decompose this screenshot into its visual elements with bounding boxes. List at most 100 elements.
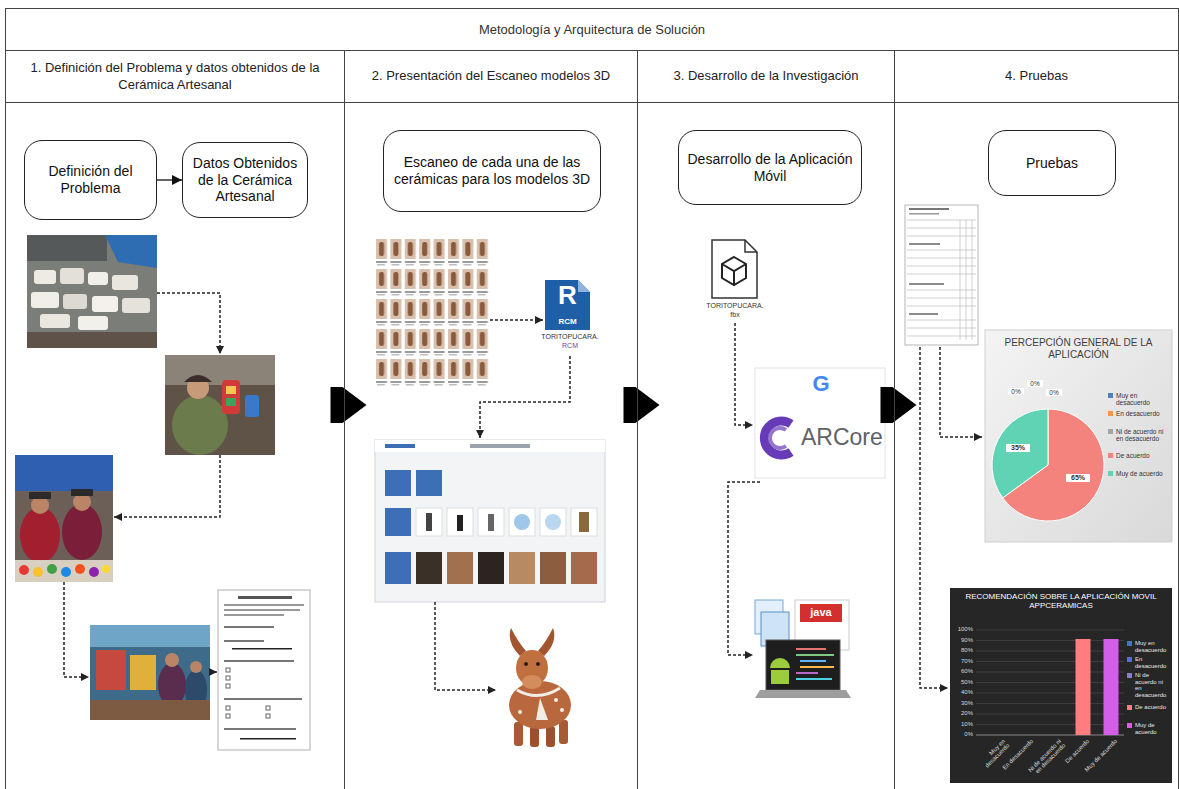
file-extension: fbx: [694, 311, 776, 319]
arcore-logo-panel: [755, 368, 885, 478]
leader-line: [490, 319, 543, 321]
title-bar: Metodología y Arquitectura de Solución: [5, 8, 1179, 51]
table-heading: [909, 244, 944, 314]
tile: [540, 508, 566, 536]
bull-ornament: [536, 698, 548, 720]
code-line: [800, 660, 826, 662]
tile: [447, 508, 473, 536]
table-line: [909, 213, 939, 215]
ceramic-figure: [226, 386, 236, 394]
ceramic: [63, 294, 87, 309]
table-grid: [907, 220, 976, 340]
logo-letter: G: [808, 371, 834, 396]
person-hat: [71, 489, 93, 496]
bull-leg: [559, 720, 568, 744]
photo-ground: [15, 455, 113, 582]
code-line: [796, 672, 818, 674]
tile: [447, 552, 473, 584]
tile: [416, 552, 442, 584]
lane-title: 3. Desarrollo de la Investigación: [674, 68, 859, 84]
person-hat: [29, 492, 51, 499]
market-photo: [27, 235, 157, 348]
legend-text: Muy en desacuerdo: [1135, 640, 1171, 653]
bull-horn: [538, 628, 554, 656]
pucara-bull: [509, 628, 571, 747]
screen-part: [385, 444, 415, 448]
tile: [385, 508, 411, 536]
person-hat: [184, 375, 212, 382]
photo-ground: [90, 625, 210, 720]
legend-entry: En desacuerdo: [1108, 410, 1170, 417]
screen-part: [470, 444, 530, 448]
axis-tick-label: 60%: [948, 668, 973, 675]
bull-eye: [524, 662, 528, 666]
legend-swatch: [1127, 705, 1132, 710]
bull-leg: [546, 726, 555, 747]
ceramic: [122, 298, 150, 313]
photo-ground: [27, 235, 157, 348]
person-body: [62, 504, 102, 560]
tile-figure: [488, 514, 494, 531]
data-label: 0%: [1008, 388, 1024, 395]
table-sheet: [905, 205, 978, 345]
pie-slice: [992, 409, 1048, 498]
grid-lines: [976, 630, 1124, 725]
photo-set: [375, 238, 490, 388]
data-label: 0%: [1027, 380, 1043, 387]
screen: [375, 440, 605, 602]
legend-entry: En desacuerdo: [1127, 656, 1171, 669]
legend-text: En desacuerdo: [1135, 656, 1171, 669]
code-line: [796, 648, 826, 650]
ceramic: [89, 567, 99, 577]
ceramic-figure: [222, 380, 240, 414]
person-head: [190, 661, 202, 673]
ceramic: [19, 565, 29, 575]
box-label: Definición del Problema: [33, 163, 148, 197]
chart-title: PERCEPCIÓN GENERAL DE LA APLICACIÓN: [992, 337, 1165, 360]
legend-text: De acuerdo: [1116, 452, 1150, 459]
axis-tick-label: 20%: [948, 710, 973, 717]
lane-title: 1. Definición del Problema y datos obten…: [14, 60, 336, 93]
box-label: Escaneo de cada una de las cerámicas par…: [392, 154, 592, 188]
legend-swatch: [1108, 453, 1113, 458]
legend-entry: Ni de acuerdo ni en desacuerdo: [1127, 672, 1171, 698]
legend-text: Muy en desacuerdo: [1116, 392, 1170, 406]
leader-line: [480, 356, 570, 438]
bull-ornament: [560, 708, 564, 712]
android-body: [771, 670, 789, 684]
chart-title: RECOMENDACIÓN SOBRE LA APLICACIÓN MOVIL …: [955, 592, 1167, 610]
form-checkbox: [226, 684, 230, 688]
bull-ornament: [554, 698, 558, 702]
form-sheet: [218, 590, 310, 750]
ceramic: [75, 564, 85, 574]
axis-tick-label: 40%: [948, 689, 973, 696]
rounded-process-box: Definición del Problema: [24, 140, 157, 220]
bar-chart-panel: [950, 588, 1172, 783]
axis-line: [976, 735, 1124, 736]
person-head: [165, 653, 179, 667]
laptop-screen: [766, 640, 840, 690]
tile: [509, 508, 535, 536]
lane-header: 2. Presentación del Escaneo modelos 3D: [345, 51, 637, 103]
lane-header: 4. Pruebas: [895, 51, 1178, 103]
form-line: [224, 626, 274, 628]
form-checkbox: [226, 714, 230, 718]
swimlane: 3. Desarrollo de la InvestigaciónDesarro…: [638, 51, 895, 789]
screen-bar: [375, 440, 605, 452]
form-checkbox: [226, 706, 230, 710]
leader-line: [920, 347, 948, 688]
stage-arrow: [331, 387, 367, 423]
rounded-process-box: Escaneo de cada una de las cerámicas par…: [383, 130, 601, 212]
leader-line: [435, 602, 496, 690]
artisan-photo: [165, 355, 275, 455]
legend-text: En desacuerdo: [1116, 410, 1160, 417]
axis-tick-label: 30%: [948, 700, 973, 707]
rcm-file-corner: [578, 280, 590, 292]
table-line: [909, 208, 949, 210]
flow-arrow: [157, 179, 182, 180]
box-label: Datos Obtenidos de la Cerámica Artesanal: [191, 155, 299, 205]
